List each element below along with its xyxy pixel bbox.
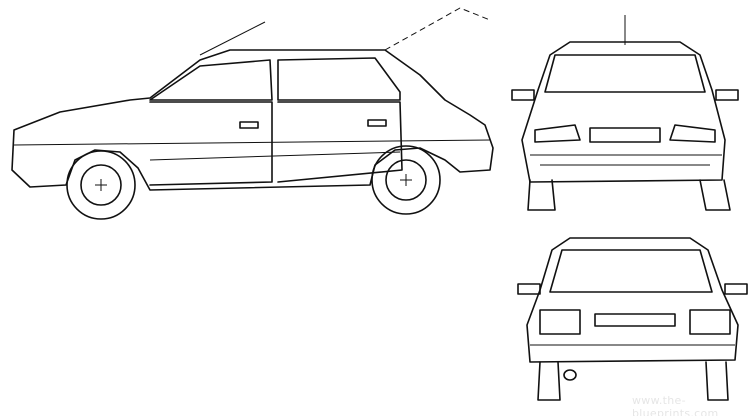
rear-view — [517, 237, 748, 401]
watermark: www.the-blueprints.com — [632, 394, 719, 416]
front-view — [511, 15, 739, 211]
side-view — [11, 7, 494, 220]
